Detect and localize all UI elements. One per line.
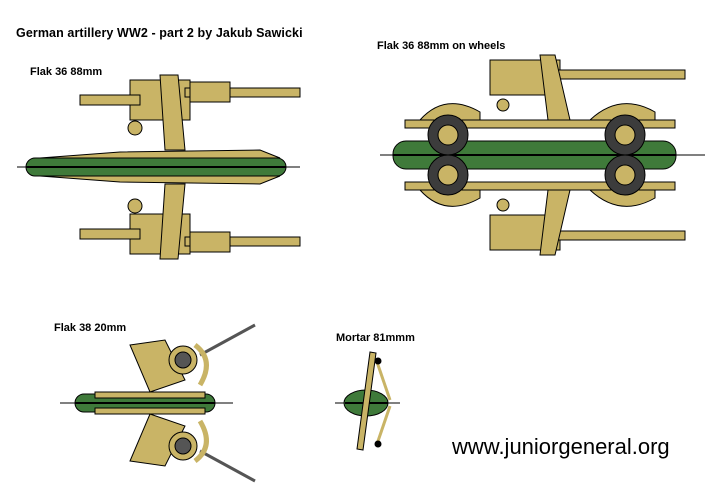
flak36-figure: [17, 74, 301, 260]
mortar-figure: [335, 351, 400, 451]
flak36-wheels-label: Flak 36 88mm on wheels: [377, 40, 506, 52]
website-credit: www.juniorgeneral.org: [452, 434, 670, 459]
page-title: German artillery WW2 - part 2 by Jakub S…: [16, 26, 303, 40]
flak36-wheels-figure: [380, 54, 705, 256]
flak38-figure: [60, 323, 256, 483]
flak36-label: Flak 36 88mm: [30, 66, 103, 78]
mortar-label: Mortar 81mmm: [336, 332, 415, 344]
flak38-label: Flak 38 20mm: [54, 322, 127, 334]
